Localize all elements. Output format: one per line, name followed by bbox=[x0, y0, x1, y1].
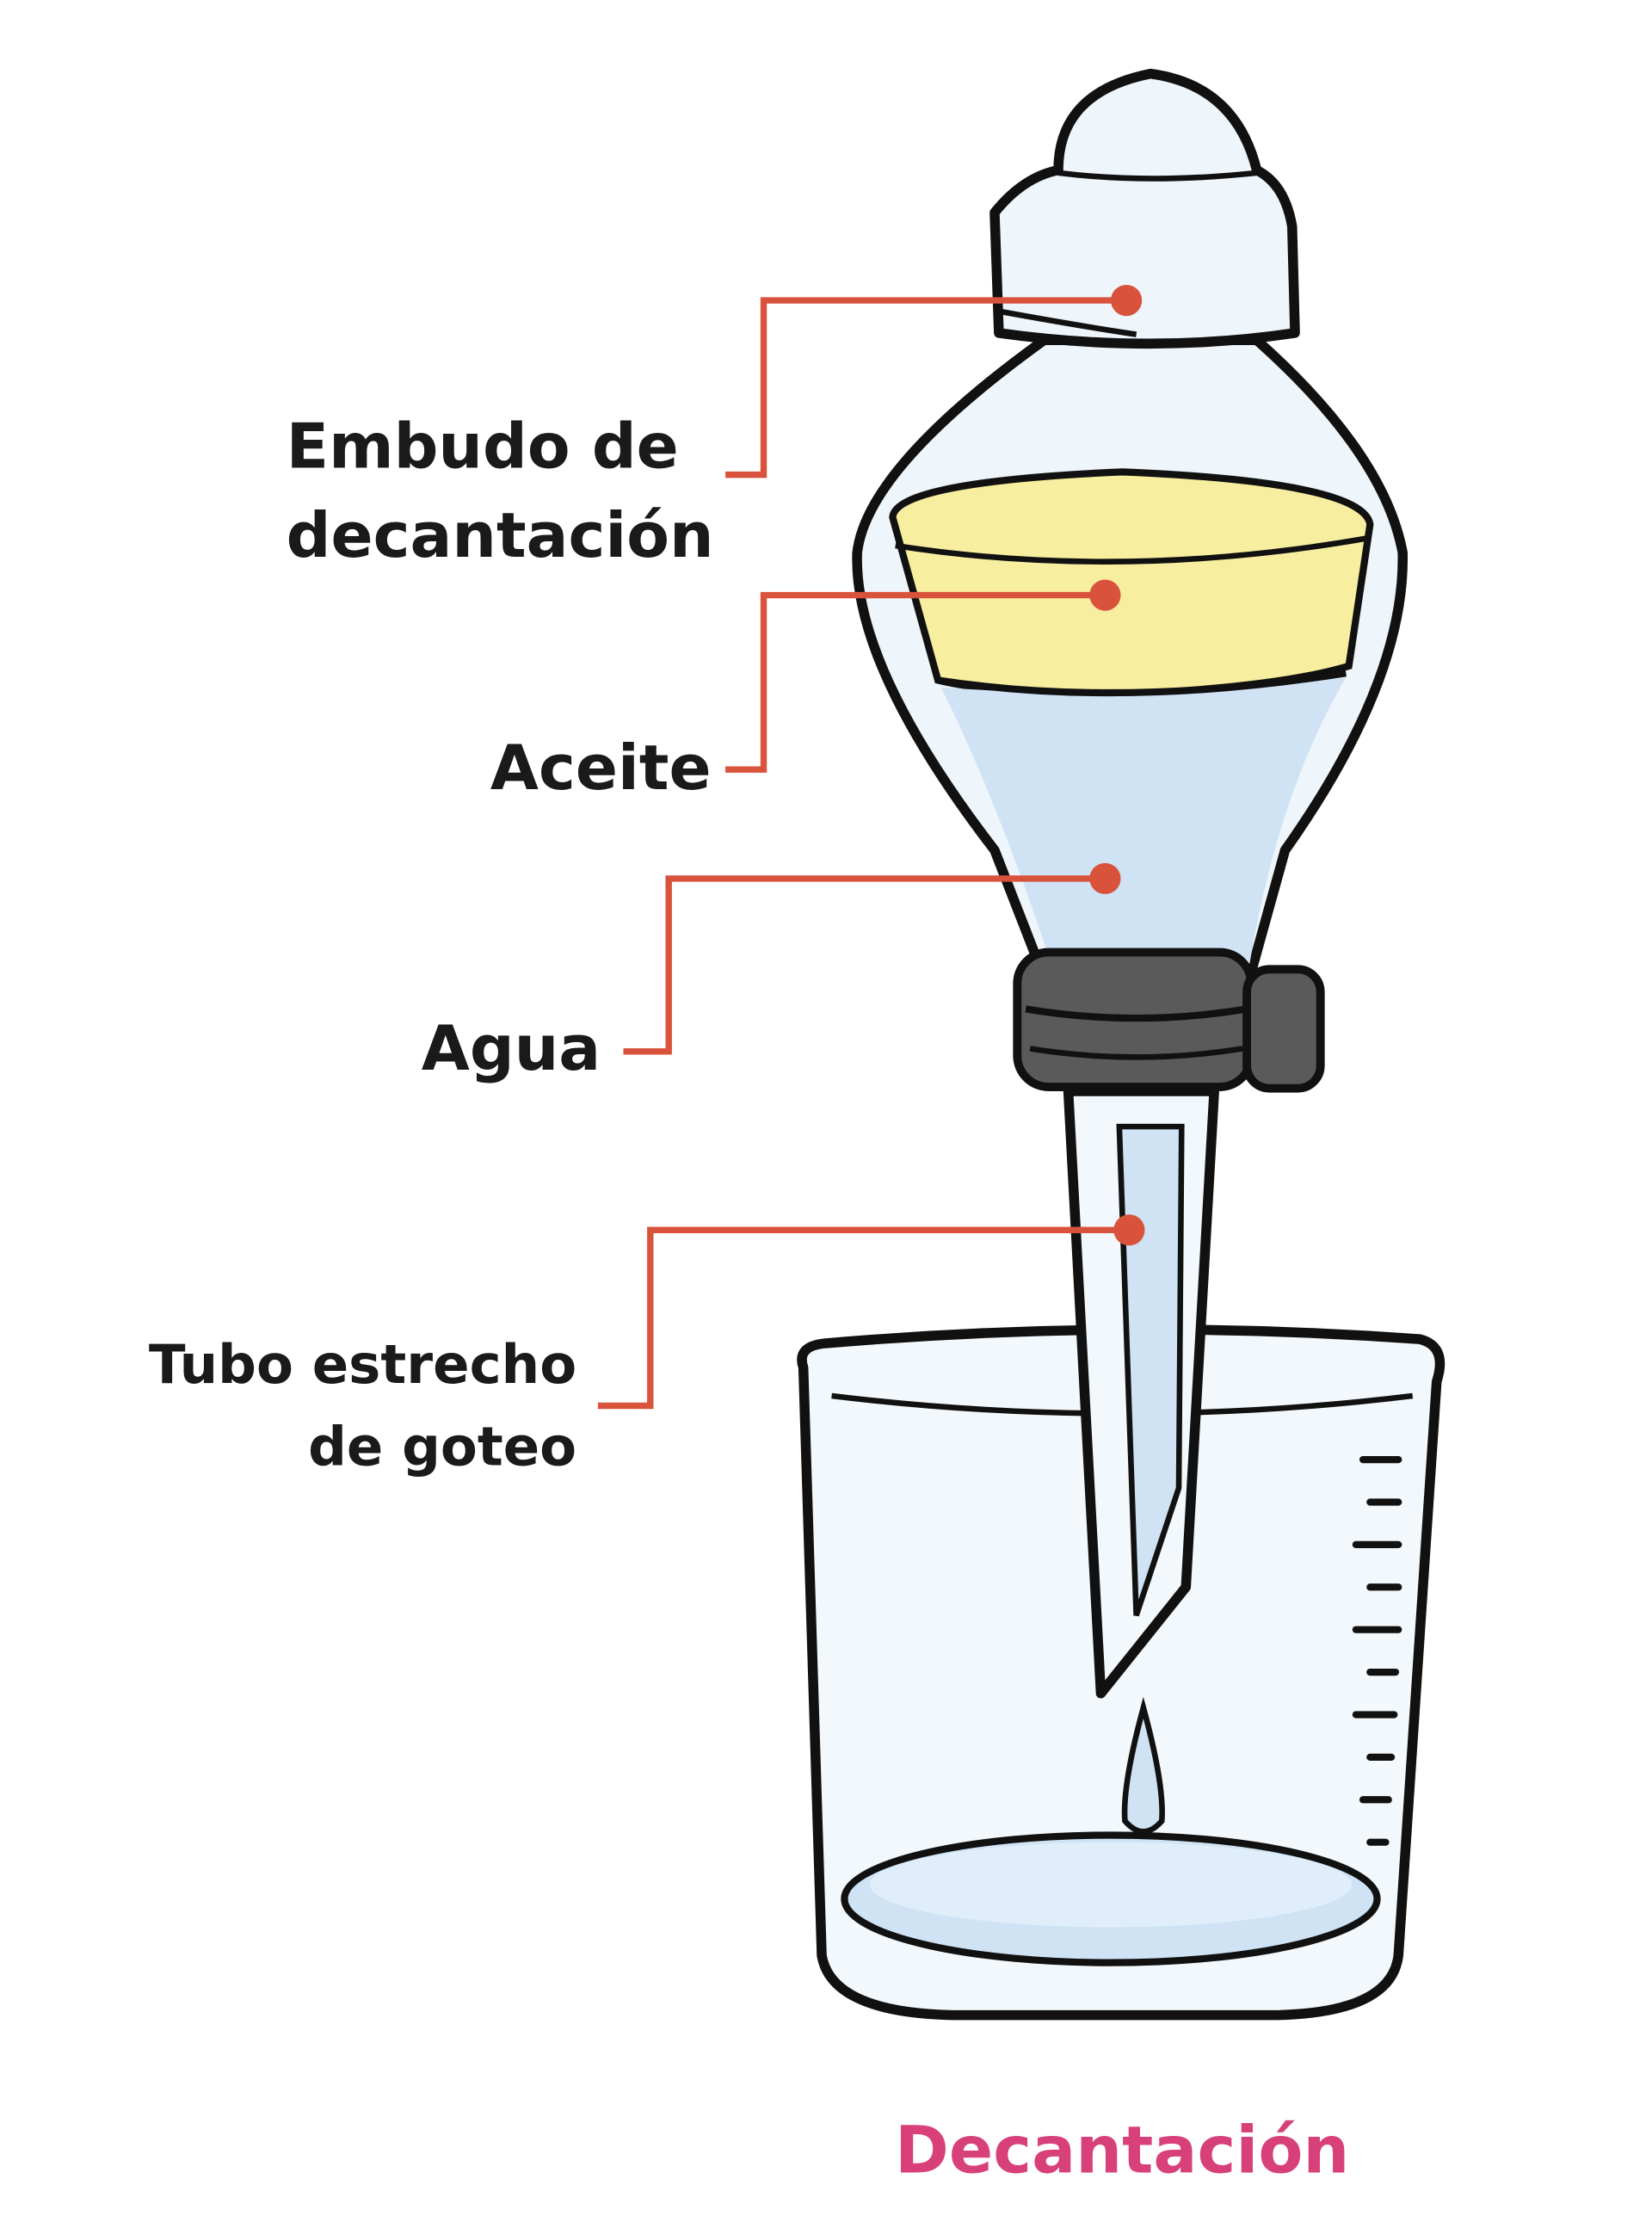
oil-layer bbox=[889, 468, 1374, 698]
label-water: Agua bbox=[422, 1013, 601, 1085]
stopcock bbox=[1013, 947, 1325, 1093]
leader-dots bbox=[1089, 284, 1145, 1246]
water-drop bbox=[1121, 1696, 1165, 1835]
label-funnel-line1: Embudo de bbox=[287, 410, 679, 483]
beaker-graduation-marks bbox=[1352, 1455, 1402, 1846]
label-oil: Aceite bbox=[490, 732, 712, 805]
leader-lines bbox=[597, 297, 1130, 1410]
stopper bbox=[989, 68, 1300, 349]
label-funnel-line2: decantación bbox=[287, 500, 714, 572]
water-layer bbox=[940, 677, 1347, 964]
separatory-funnel bbox=[852, 68, 1408, 983]
drip-tube bbox=[1063, 1086, 1219, 1699]
label-tube-line1: Tubo estrecho bbox=[149, 1333, 576, 1396]
stopcock-knob bbox=[1242, 965, 1325, 1093]
label-tube-line2: de goteo bbox=[308, 1416, 576, 1478]
diagram-caption: Decantación bbox=[895, 2112, 1349, 2188]
